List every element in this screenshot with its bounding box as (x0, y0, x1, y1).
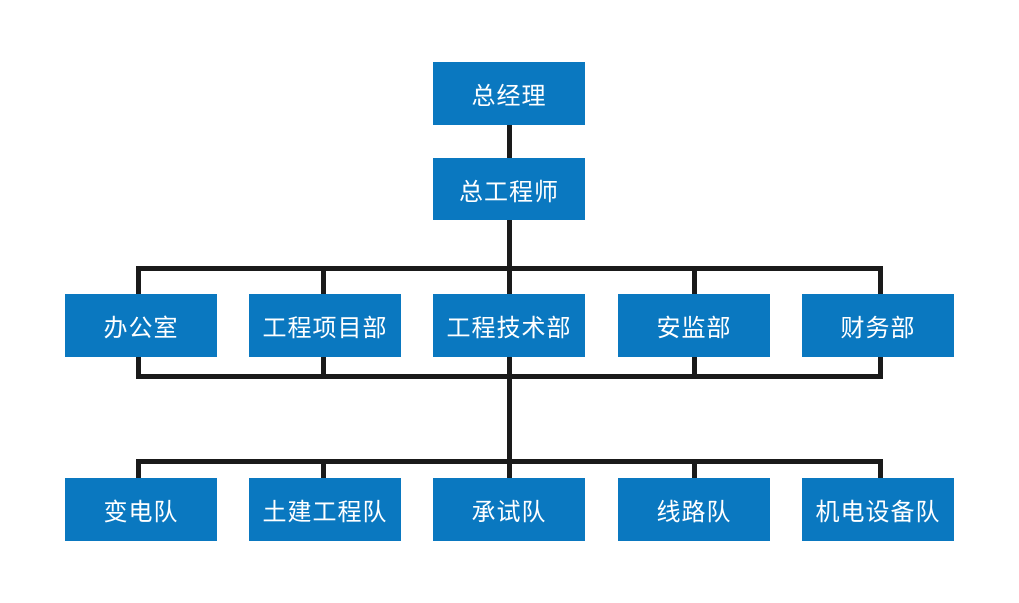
node-general-manager: 总经理 (433, 62, 585, 125)
node-dept-safety: 安监部 (618, 294, 770, 357)
node-chief-engineer: 总工程师 (433, 158, 585, 220)
node-dept-technical: 工程技术部 (433, 294, 585, 357)
connector-team-col-3 (507, 459, 512, 479)
connector-team-col-4 (692, 459, 697, 479)
connector-team-col-2 (321, 459, 326, 479)
node-team-testing: 承试队 (433, 478, 585, 541)
node-team-substation: 变电队 (65, 478, 217, 541)
connector-dept-team (507, 374, 512, 466)
connector-team-col-5 (878, 459, 883, 479)
connector-gm-chief (507, 125, 512, 158)
connector-chief-bus (507, 220, 512, 270)
node-dept-office: 办公室 (65, 294, 217, 357)
node-team-civil: 土建工程队 (249, 478, 401, 541)
node-dept-finance: 财务部 (802, 294, 954, 357)
node-team-line: 线路队 (618, 478, 770, 541)
node-team-equipment: 机电设备队 (802, 478, 954, 541)
connector-team-col-1 (136, 459, 141, 479)
node-dept-project: 工程项目部 (249, 294, 401, 357)
